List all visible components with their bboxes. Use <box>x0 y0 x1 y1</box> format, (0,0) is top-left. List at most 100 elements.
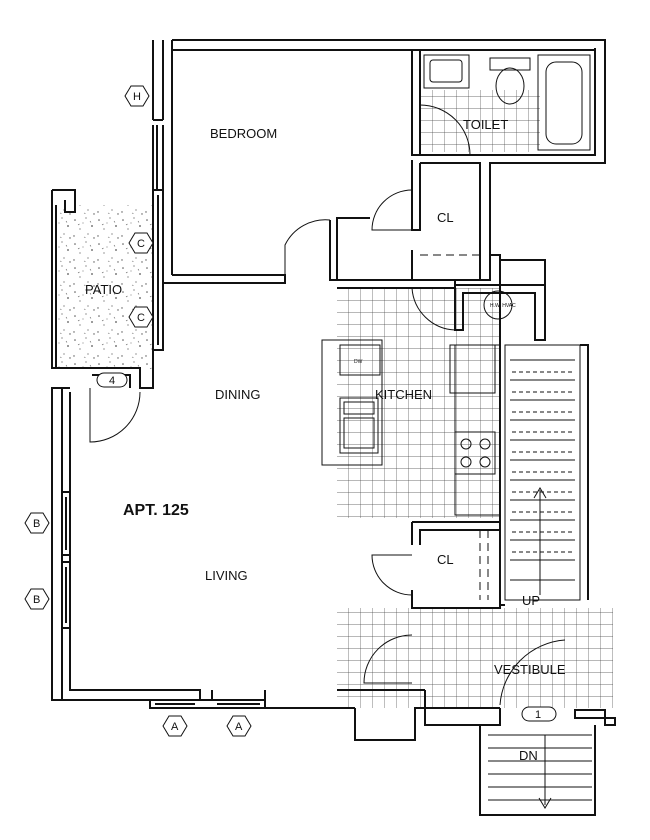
fridge <box>449 344 496 394</box>
door-vestibule <box>499 639 566 706</box>
bathtub-inner <box>545 61 583 145</box>
marker-c-upper-text: C <box>137 238 145 250</box>
stair-down <box>488 734 592 809</box>
sink-kitchen <box>339 397 379 454</box>
hexagon-icon <box>124 85 150 107</box>
label-hvac: H.W. HVAC <box>490 303 516 309</box>
doors <box>89 104 566 706</box>
marker-door-1-text: 1 <box>535 709 541 721</box>
toilet-bowl <box>495 67 525 105</box>
pill-icon <box>96 372 128 388</box>
label-kitchen: KITCHEN <box>375 387 432 402</box>
sink-basin-2 <box>343 417 375 449</box>
vanity <box>423 54 470 89</box>
burner-2 <box>479 438 491 450</box>
wall-closet-lower <box>411 521 501 609</box>
walls <box>51 39 616 816</box>
floor-finishes <box>56 90 613 708</box>
marker-b-lower-text: B <box>33 594 40 606</box>
marker-b-lower: B <box>24 588 50 610</box>
marker-h-text: H <box>133 91 141 103</box>
kitchen-tile <box>337 288 499 518</box>
windows-b <box>61 491 71 629</box>
marker-b-upper: B <box>24 512 50 534</box>
label-dn: DN <box>519 748 538 763</box>
label-vestibule: VESTIBULE <box>494 662 566 677</box>
wall-top <box>172 39 606 51</box>
door-bedroom <box>284 219 331 275</box>
windows-a <box>150 699 265 705</box>
window-h <box>152 119 164 190</box>
marker-c-lower-text: C <box>137 312 145 324</box>
wall-kitchen-top <box>337 279 456 289</box>
stair-up-outline <box>504 344 581 601</box>
hexagon-icon <box>24 512 50 534</box>
wall-bedroom-bottom <box>163 217 370 284</box>
fixtures <box>321 54 591 516</box>
label-dishwasher: DW <box>354 359 363 365</box>
wall-bath-bottom <box>420 48 606 281</box>
marker-door-4: 4 <box>96 372 128 388</box>
sink <box>429 59 463 83</box>
marker-a-right: A <box>226 715 252 737</box>
marker-c-upper: C <box>128 232 154 254</box>
wall-bedroom-left <box>152 40 173 275</box>
marker-b-upper-text: B <box>33 518 40 530</box>
hvac-unit <box>483 290 513 320</box>
kitchen-island <box>321 339 383 466</box>
label-toilet: TOILET <box>463 117 508 132</box>
wall-bottom <box>52 689 355 709</box>
wall-left <box>51 387 160 701</box>
stair-down-treads <box>488 734 592 801</box>
dishwasher <box>339 344 381 376</box>
label-closet-lower: CL <box>437 552 454 567</box>
hexagon-icon <box>128 306 154 328</box>
closet-dashed <box>420 254 489 600</box>
wall-bath-left <box>411 50 421 156</box>
sink-basin-1 <box>343 401 375 415</box>
marker-door-1: 1 <box>521 706 557 722</box>
burner-4 <box>479 456 491 468</box>
label-bedroom: BEDROOM <box>210 126 277 141</box>
stair-up <box>504 344 581 601</box>
door-closet-lower <box>371 554 413 596</box>
hexagon-icon <box>24 588 50 610</box>
range <box>454 431 496 475</box>
wall-stair-down <box>479 725 596 816</box>
stair-treads-dashed <box>512 371 572 553</box>
toilet-tank <box>489 57 531 71</box>
label-unit: APT. 125 <box>123 502 189 519</box>
door-patio <box>89 388 141 443</box>
marker-h: H <box>124 85 150 107</box>
pill-icon <box>521 706 557 722</box>
marker-door-4-text: 4 <box>109 375 115 387</box>
marker-c-lower: C <box>128 306 154 328</box>
patio-doors <box>152 189 164 351</box>
marker-a-right-text: A <box>235 721 243 733</box>
marker-a-left-text: A <box>171 721 179 733</box>
label-dining: DINING <box>215 387 261 402</box>
patio-floor <box>56 205 154 369</box>
label-patio: PATIO <box>85 282 122 297</box>
stair-treads <box>510 359 575 581</box>
markers: H C C B B A A 4 <box>24 85 557 737</box>
door-toilet <box>419 104 471 156</box>
marker-a-left: A <box>162 715 188 737</box>
stair-arrow <box>533 487 547 595</box>
label-living: LIVING <box>205 568 248 583</box>
label-up: UP <box>522 593 540 608</box>
stair-down-arrow <box>538 735 552 809</box>
toilet-tile <box>420 90 540 152</box>
label-closet-upper: CL <box>437 210 454 225</box>
hexagon-icon <box>128 232 154 254</box>
door-closet-upper <box>371 189 413 231</box>
burner-3 <box>460 456 472 468</box>
vestibule-tile <box>337 608 613 708</box>
burner-1 <box>460 438 472 450</box>
door-entry <box>363 634 413 684</box>
bathtub <box>537 54 591 151</box>
wall-patio <box>51 189 76 369</box>
hexagon-icon <box>162 715 188 737</box>
wall-vestibule <box>424 690 616 726</box>
